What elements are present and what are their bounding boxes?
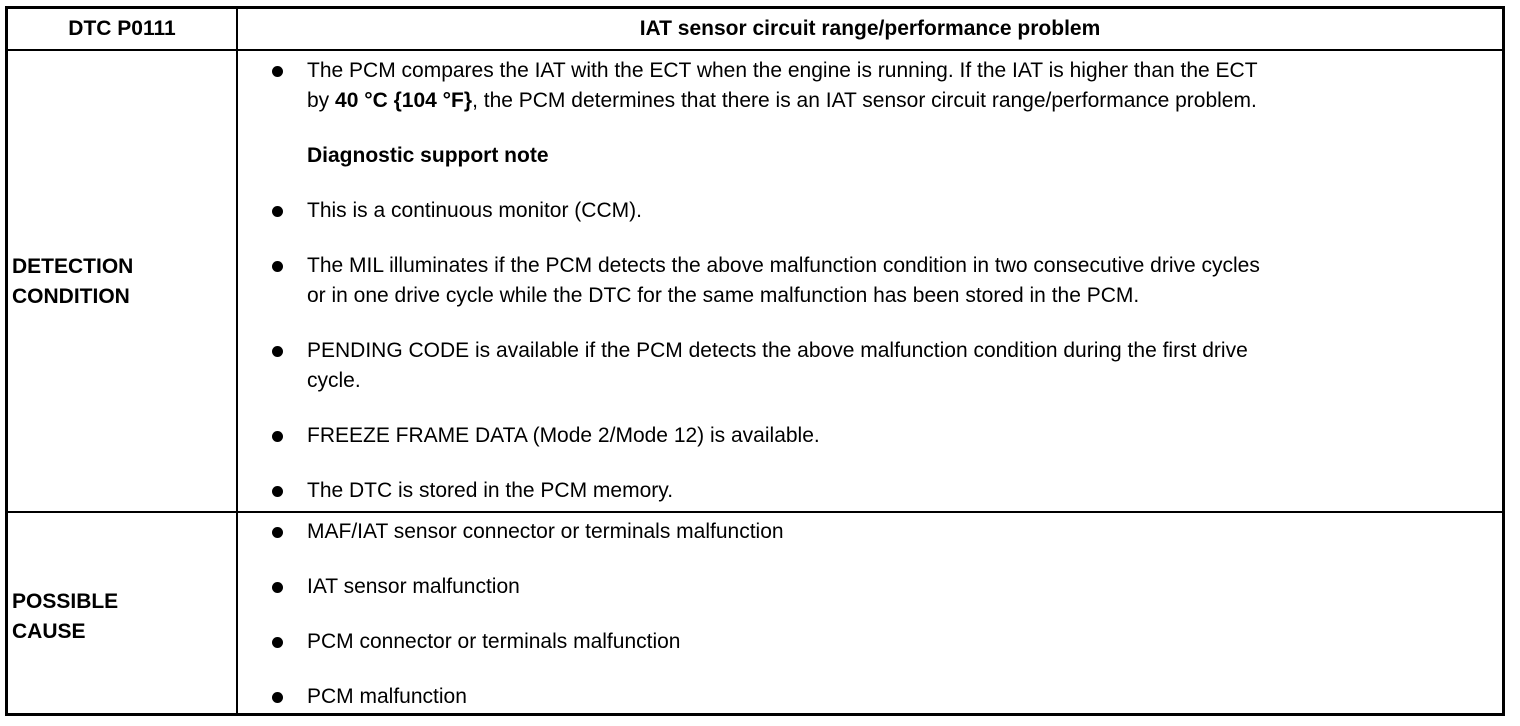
list-item-text: The MIL illuminates if the PCM detects t…: [307, 251, 1477, 311]
list-item-text: IAT sensor malfunction: [307, 575, 520, 598]
bullet-icon: [272, 692, 283, 703]
list-item-text: PCM connector or terminals malfunction: [307, 630, 681, 653]
label-line: POSSIBLE: [12, 590, 119, 613]
label-line: CAUSE: [12, 620, 86, 643]
text-line: or in one drive cycle while the DTC for …: [307, 284, 1140, 307]
list-item-text: PENDING CODE is available if the PCM det…: [307, 336, 1477, 396]
text-fragment: by: [307, 89, 336, 112]
bullet-icon: [272, 66, 283, 77]
bullet-icon: [272, 637, 283, 648]
text-line: The PCM compares the IAT with the ECT wh…: [307, 59, 1258, 82]
text-line: cycle.: [307, 369, 361, 392]
list-item-text: MAF/IAT sensor connector or terminals ma…: [307, 520, 784, 543]
text-line: The MIL illuminates if the PCM detects t…: [307, 254, 1260, 277]
bullet-icon: [272, 582, 283, 593]
dtc-table: DTC P0111 IAT sensor circuit range/perfo…: [5, 6, 1505, 716]
list-item-text: This is a continuous monitor (CCM).: [307, 199, 642, 222]
label-line: DETECTION: [12, 255, 134, 278]
bullet-icon: [272, 486, 283, 497]
list-item-text: The PCM compares the IAT with the ECT wh…: [307, 56, 1477, 116]
row-divider: [8, 511, 1502, 513]
diagnostic-support-note-heading: Diagnostic support note: [307, 144, 549, 167]
label-line: CONDITION: [12, 285, 130, 308]
dtc-title-header: IAT sensor circuit range/performance pro…: [639, 17, 1101, 40]
detection-condition-label: DETECTION CONDITION: [12, 252, 234, 312]
bullet-icon: [272, 527, 283, 538]
list-item-text: PCM malfunction: [307, 685, 467, 708]
text-line: by 40 °C {104 °F}, the PCM determines th…: [307, 86, 1477, 116]
list-item-text: The DTC is stored in the PCM memory.: [307, 479, 674, 502]
bullet-icon: [272, 431, 283, 442]
column-divider: [236, 9, 238, 713]
text-line: PENDING CODE is available if the PCM det…: [307, 339, 1248, 362]
text-fragment: , the PCM determines that there is an IA…: [472, 89, 1257, 112]
header-divider: [8, 49, 1502, 51]
dtc-code-header: DTC P0111: [68, 17, 176, 40]
possible-cause-label: POSSIBLE CAUSE: [12, 587, 234, 647]
bullet-icon: [272, 261, 283, 272]
bullet-icon: [272, 346, 283, 357]
threshold-value: 40 °C {104 °F}: [335, 89, 473, 112]
list-item-text: FREEZE FRAME DATA (Mode 2/Mode 12) is av…: [307, 424, 820, 447]
bullet-icon: [272, 206, 283, 217]
